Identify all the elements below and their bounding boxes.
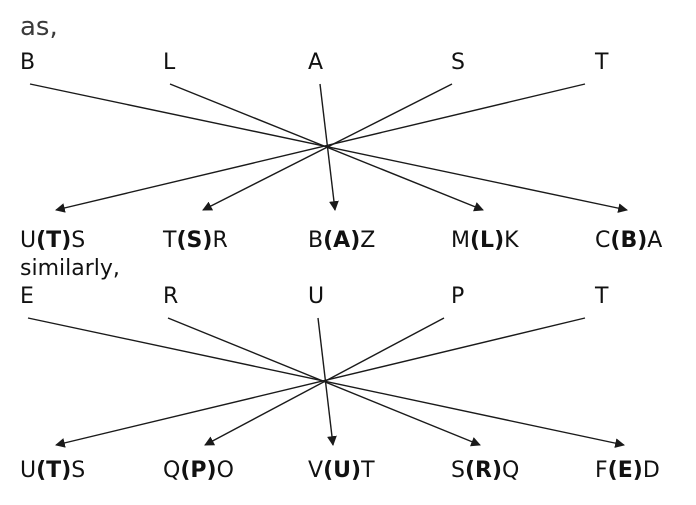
d1-bottom-group-1: U(T)S <box>20 228 86 253</box>
d2-bottom-group-4: S(R)Q <box>451 458 520 483</box>
d2-arrow-2 <box>167 317 481 447</box>
d1-top-letter-3: A <box>308 50 324 75</box>
d2-arrow-4 <box>204 317 445 446</box>
d1-top-letter-1: B <box>20 50 36 75</box>
d1-bottom-group-5: C(B)A <box>595 228 663 253</box>
d2-top-letter-3: U <box>308 284 325 309</box>
d2-top-letter-5: T <box>595 284 609 309</box>
d2-bottom-group-1: U(T)S <box>20 458 86 483</box>
intro-text: as, <box>20 12 58 42</box>
d1-key-letter-1: T <box>46 228 62 253</box>
d1-arrow-1 <box>29 83 628 213</box>
d1-bottom-group-2: T(S)R <box>163 228 228 253</box>
d1-arrow-5 <box>55 83 586 213</box>
d2-top-letter-1: E <box>20 284 34 309</box>
d2-bottom-group-3: V(U)T <box>308 458 375 483</box>
d2-key-letter-2: P <box>190 458 207 483</box>
similarly-text: similarly, <box>20 256 120 281</box>
d2-arrow-1 <box>27 317 625 448</box>
d2-bottom-group-2: Q(P)O <box>163 458 234 483</box>
d2-arrow-3 <box>317 317 337 446</box>
d2-key-letter-1: T <box>46 458 62 483</box>
d2-key-letter-5: E <box>617 458 633 483</box>
d2-top-letter-4: P <box>451 284 465 309</box>
d1-key-letter-4: L <box>480 228 495 253</box>
d1-arrow-4 <box>202 83 453 211</box>
d1-key-letter-5: B <box>620 228 638 253</box>
d2-bottom-group-5: F(E)D <box>595 458 660 483</box>
d1-arrow-3 <box>319 83 339 211</box>
d1-bottom-group-3: B(A)Z <box>308 228 376 253</box>
d1-top-letter-2: L <box>163 50 176 75</box>
d1-key-letter-3: A <box>333 228 351 253</box>
d1-arrow-2 <box>169 83 484 212</box>
d2-key-letter-3: U <box>333 458 351 483</box>
d2-arrow-5 <box>55 317 586 448</box>
d1-top-letter-5: T <box>595 50 609 75</box>
d1-bottom-group-4: M(L)K <box>451 228 519 253</box>
d1-top-letter-4: S <box>451 50 465 75</box>
d2-key-letter-4: R <box>475 458 492 483</box>
d1-key-letter-2: S <box>186 228 203 253</box>
d2-top-letter-2: R <box>163 284 179 309</box>
